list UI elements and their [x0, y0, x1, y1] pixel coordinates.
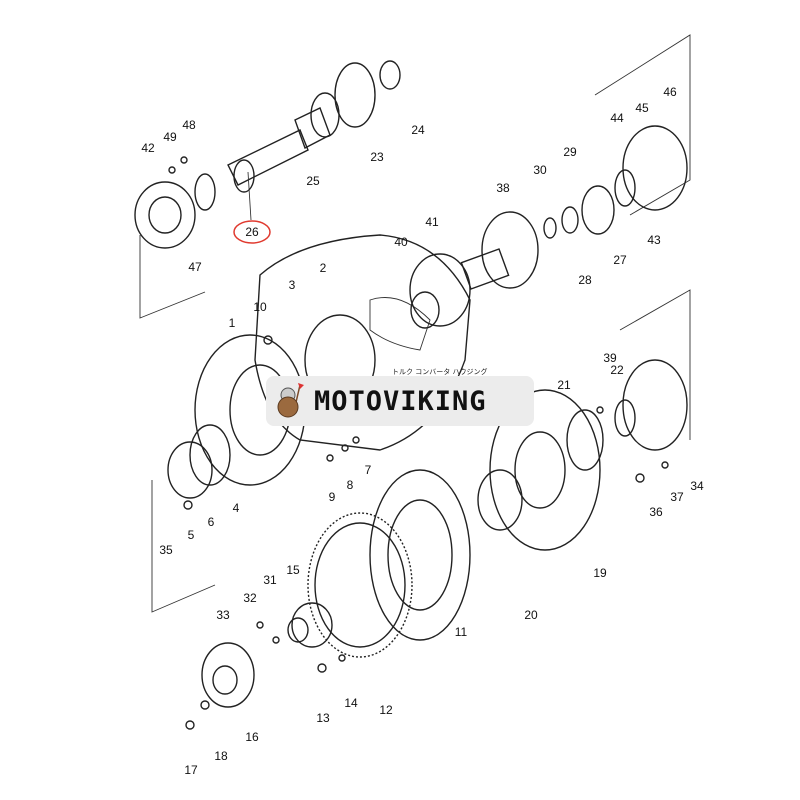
- watermark-logo: MOTOVIKING: [266, 376, 534, 426]
- part-label: 20: [524, 608, 538, 622]
- part-26-shaft: [227, 129, 309, 186]
- part-19: [489, 389, 601, 551]
- part-label: 32: [243, 591, 257, 605]
- part-label: 16: [245, 730, 259, 744]
- part-16: [201, 642, 255, 708]
- part-15: [291, 602, 333, 648]
- part-30: [543, 217, 557, 239]
- part-label: 39: [603, 351, 617, 365]
- part-43: [614, 169, 636, 207]
- part-label: 49: [163, 130, 177, 144]
- part-label: 23: [370, 150, 384, 164]
- part-label: 45: [635, 101, 649, 115]
- part-label: 31: [263, 573, 277, 587]
- part-label: 29: [563, 145, 577, 159]
- part-47: [194, 173, 216, 211]
- part-label: 25: [306, 174, 320, 188]
- part-label-highlighted: 26: [245, 225, 259, 239]
- part-11: [369, 469, 471, 641]
- brand-name: MOTOVIKING: [314, 385, 487, 417]
- part-label: 15: [286, 563, 300, 577]
- viking-mascot-icon: [277, 383, 304, 418]
- part-38: [481, 211, 539, 289]
- part-29: [561, 206, 579, 234]
- torque-converter-housing: [254, 234, 471, 451]
- bracket-line: [594, 34, 691, 216]
- part-label: 4: [233, 501, 240, 515]
- part-label: 35: [159, 543, 173, 557]
- part-label: 19: [593, 566, 607, 580]
- part-39: [614, 399, 636, 437]
- part-label: 27: [613, 253, 627, 267]
- part-label: 17: [184, 763, 198, 777]
- part-label: 12: [379, 703, 393, 717]
- part-label: 7: [365, 463, 372, 477]
- part-label: 37: [670, 490, 684, 504]
- part-label: 30: [533, 163, 547, 177]
- part-label: 14: [344, 696, 358, 710]
- part-labels: 42 49 48 26 47 25 23 24 46 45 44 30 29 3…: [141, 85, 704, 777]
- part-label: 22: [610, 363, 624, 377]
- bracket-line: [139, 235, 206, 319]
- part-label: 44: [610, 111, 624, 125]
- part-40: [410, 291, 440, 329]
- part-label: 46: [663, 85, 677, 99]
- part-label: 2: [320, 261, 327, 275]
- part-label: 3: [289, 278, 296, 292]
- part-label: 9: [329, 490, 336, 504]
- part-4: [189, 424, 231, 486]
- part-41: [409, 253, 471, 327]
- part-label: 18: [214, 749, 228, 763]
- part-label: 40: [394, 235, 408, 249]
- part-label: 34: [690, 479, 704, 493]
- part-27: [581, 185, 615, 235]
- part-24: [379, 60, 401, 90]
- part-31: [287, 617, 309, 643]
- part-label: 8: [347, 478, 354, 492]
- part-44: [622, 125, 688, 211]
- part-label: 10: [253, 300, 267, 314]
- part-label: 36: [649, 505, 663, 519]
- part-23: [334, 62, 376, 128]
- part-34: [622, 359, 688, 451]
- part-label: 6: [208, 515, 215, 529]
- part-label: 21: [557, 378, 571, 392]
- part-12-ring-gear: [307, 512, 413, 658]
- part-label: 5: [188, 528, 195, 542]
- part-label: 13: [316, 711, 330, 725]
- part-label: 47: [188, 260, 202, 274]
- part-label: 42: [141, 141, 155, 155]
- part-label: 24: [411, 123, 425, 137]
- part-label: 43: [647, 233, 661, 247]
- part-label: 41: [425, 215, 439, 229]
- part-20: [477, 469, 523, 531]
- part-21: [566, 409, 604, 471]
- part-label: 33: [216, 608, 230, 622]
- bracket-line: [151, 480, 216, 613]
- part-42: [134, 181, 196, 249]
- part-label: 28: [578, 273, 592, 287]
- part-label: 48: [182, 118, 196, 132]
- part-label: 1: [229, 316, 236, 330]
- part-label: 38: [496, 181, 510, 195]
- part-label: 11: [455, 625, 468, 639]
- part-35: [167, 441, 213, 499]
- highlight-circle-26: [233, 220, 271, 244]
- bracket-line: [619, 289, 691, 440]
- housing-caption: トルク コンバータ ハウジング: [392, 367, 487, 376]
